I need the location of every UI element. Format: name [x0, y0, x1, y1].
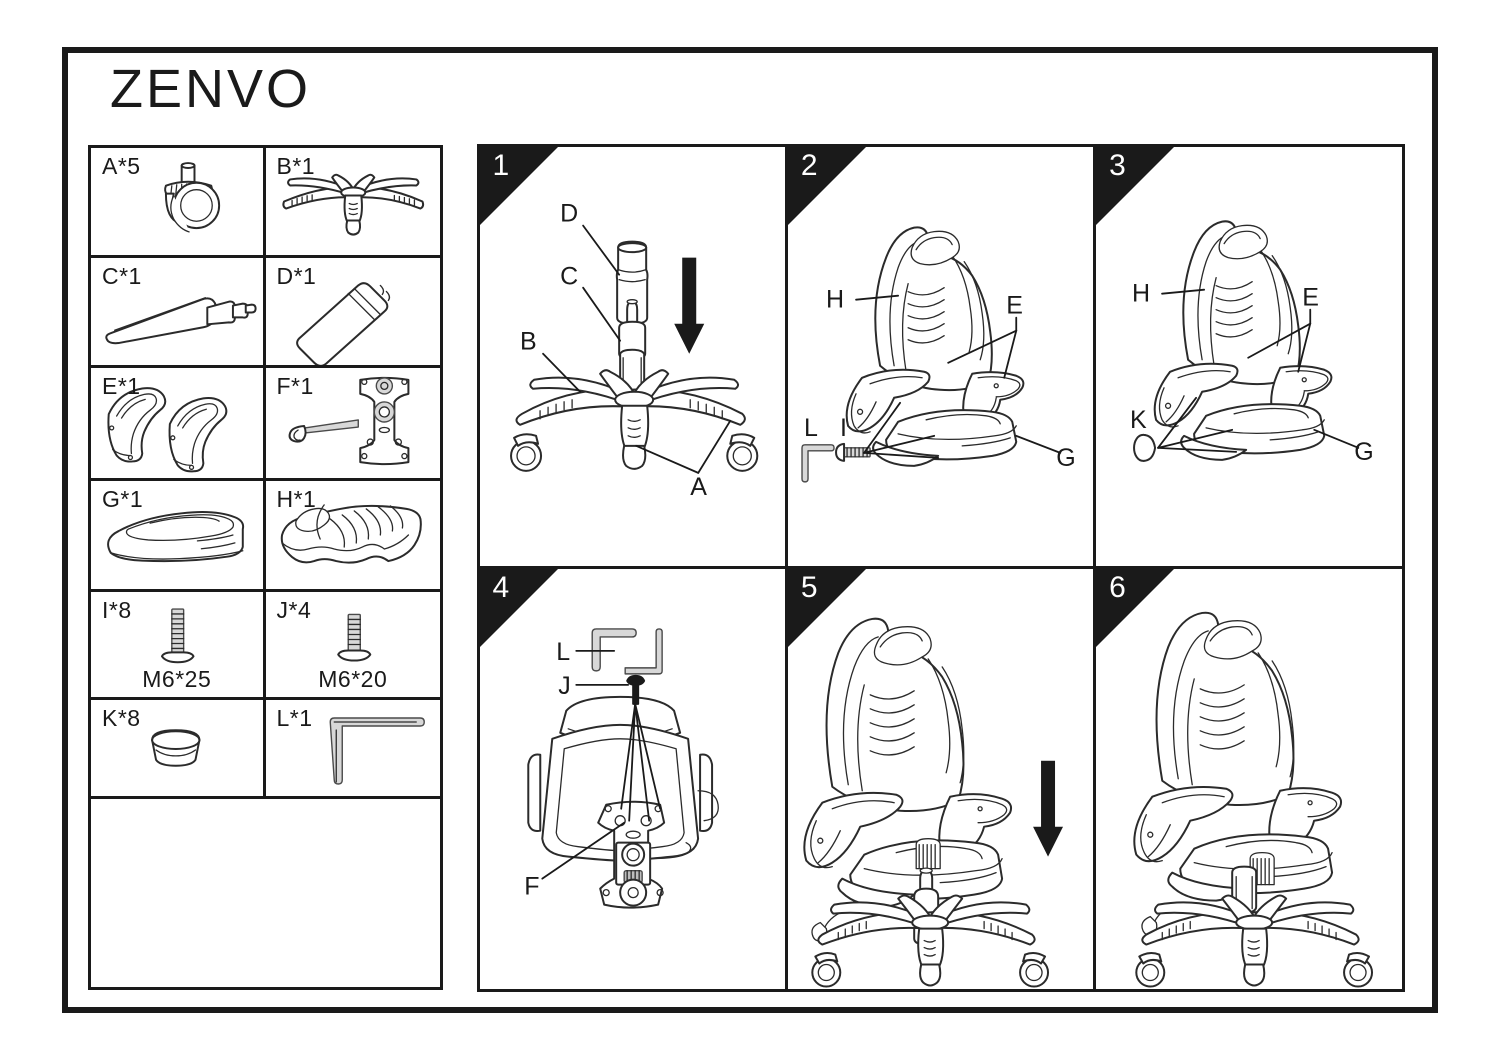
- step-number-6: 6: [1109, 571, 1126, 604]
- step-panel-2: 2: [784, 143, 1097, 569]
- part-cell-k: K*8: [91, 700, 266, 796]
- tilt-mechanism-icon: [266, 368, 441, 478]
- callout-h: H: [1132, 279, 1150, 307]
- part-label-k: K*8: [102, 705, 141, 731]
- step-3-illustration: H E K G: [1096, 147, 1401, 567]
- callout-h: H: [826, 285, 844, 313]
- armrest-pair-icon: [91, 368, 263, 478]
- down-arrow-icon: [1032, 760, 1063, 857]
- part-cell-e: E*1: [91, 368, 266, 478]
- step-1-illustration: D C B A: [480, 147, 785, 567]
- step-5-illustration: [788, 569, 1093, 989]
- callout-k: K: [1130, 405, 1147, 433]
- callout-a: A: [690, 472, 707, 500]
- part-label-b: B*1: [276, 153, 316, 179]
- part-cell-f: F*1: [266, 368, 441, 478]
- part-spec-i: M6*25: [142, 666, 212, 692]
- part-label-h: H*1: [276, 486, 317, 512]
- page-title: ZENVO: [110, 59, 312, 119]
- table-row: I*8 M6*25 J*4: [91, 592, 440, 700]
- backrest-icon: [266, 481, 441, 589]
- callout-l: L: [556, 638, 570, 666]
- part-cell-j: J*4 M6*20: [266, 592, 441, 697]
- part-cell-l: L*1: [266, 700, 441, 796]
- bolt-icon: [91, 592, 263, 697]
- part-cell-d: D*1: [266, 258, 441, 365]
- part-label-g: G*1: [102, 486, 144, 512]
- parts-list-table: A*5: [88, 145, 443, 990]
- part-label-a: A*5: [102, 153, 141, 179]
- callout-g: G: [1056, 443, 1075, 471]
- step-number-1: 1: [492, 148, 510, 182]
- part-cell-a: A*5: [91, 148, 266, 255]
- caster-wheel-icon: [91, 148, 263, 255]
- step-panel-5: 5: [784, 566, 1097, 992]
- part-cell-blank: [91, 799, 440, 1005]
- part-label-l: L*1: [276, 705, 313, 731]
- part-label-d: D*1: [276, 263, 317, 289]
- table-row: G*1 H*1: [91, 481, 440, 592]
- five-star-base-icon: [266, 148, 441, 255]
- bolt-icon: [266, 592, 441, 697]
- part-label-j: J*4: [276, 597, 312, 623]
- step-corner-triangle: [479, 146, 558, 225]
- seat-cushion-icon: [91, 481, 263, 589]
- step-corner-triangle: [787, 569, 866, 647]
- step-number-2: 2: [800, 148, 818, 182]
- callout-d: D: [560, 199, 578, 227]
- part-label-e: E*1: [102, 373, 141, 399]
- part-cell-h: H*1: [266, 481, 441, 589]
- cap-cover-icon: [91, 700, 263, 796]
- step-corner-triangle: [1096, 146, 1175, 225]
- part-label-c: C*1: [102, 263, 142, 289]
- step-corner-triangle: [787, 146, 866, 225]
- step-6-illustration: [1096, 569, 1401, 989]
- callout-b: B: [520, 327, 537, 355]
- table-row: A*5: [91, 148, 440, 258]
- table-row: E*1: [91, 368, 440, 481]
- gas-lift-cylinder-icon: [91, 258, 263, 365]
- part-cell-c: C*1: [91, 258, 266, 365]
- part-cell-b: B*1: [266, 148, 441, 255]
- table-row: K*8 L*1: [91, 700, 440, 799]
- callout-f: F: [524, 873, 539, 901]
- step-panel-4: 4: [476, 566, 788, 992]
- part-label-i: I*8: [102, 597, 132, 623]
- steps-grid: 1: [476, 143, 1405, 992]
- callout-c: C: [560, 262, 578, 290]
- callout-g: G: [1354, 437, 1373, 465]
- step-number-5: 5: [800, 571, 818, 604]
- part-cell-g: G*1: [91, 481, 266, 589]
- step-4-illustration: L J F: [480, 569, 785, 989]
- step-panel-1: 1: [476, 143, 788, 569]
- callout-j: J: [558, 672, 570, 700]
- part-spec-j: M6*20: [318, 666, 388, 692]
- down-arrow-icon: [673, 257, 704, 354]
- table-row: C*1 D*1: [91, 258, 440, 368]
- cylinder-cover-icon: [266, 258, 441, 365]
- step-2-illustration: H E L I G: [788, 147, 1093, 567]
- part-cell-i: I*8 M6*25: [91, 592, 266, 697]
- step-number-3: 3: [1109, 148, 1126, 182]
- callout-e: E: [1302, 283, 1319, 311]
- allen-key-icon: [266, 700, 441, 796]
- table-row: [91, 799, 440, 1005]
- step-panel-3: 3: [1093, 143, 1405, 569]
- callout-l: L: [804, 413, 818, 441]
- step-corner-triangle: [1096, 569, 1175, 647]
- callout-e: E: [1006, 291, 1023, 319]
- part-label-f: F*1: [276, 373, 314, 399]
- step-corner-triangle: [479, 569, 558, 647]
- step-panel-6: 6: [1093, 566, 1405, 992]
- step-number-4: 4: [492, 571, 510, 604]
- callout-i: I: [840, 413, 847, 441]
